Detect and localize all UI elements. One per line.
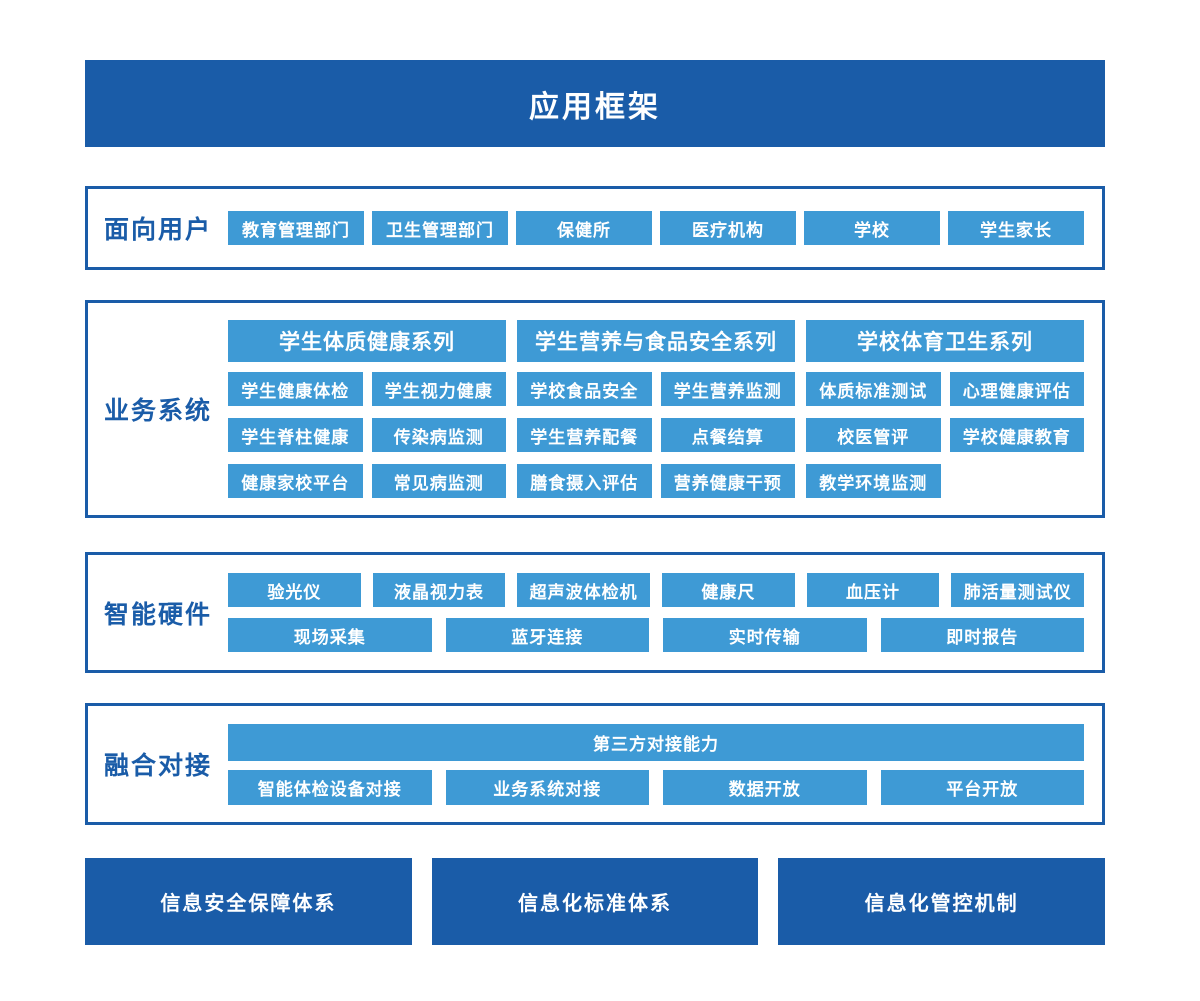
business-tile: 教学环境监测 (806, 464, 941, 498)
hardware-tile: 实时传输 (663, 618, 867, 652)
business-tile-grid: 学校食品安全 学生营养监测 学生营养配餐 点餐结算 膳食摄入评估 营养健康干预 (517, 372, 795, 498)
section-business-label: 业务系统 (103, 397, 212, 425)
user-group-tile: 保健所 (516, 211, 652, 245)
business-tile: 心理健康评估 (949, 372, 1084, 406)
section-users-content: 教育管理部门 卫生管理部门 保健所 医疗机构 学校 学生家长 (228, 189, 1102, 267)
users-tile-row: 教育管理部门 卫生管理部门 保健所 医疗机构 学校 学生家长 (228, 211, 1084, 245)
hardware-tile: 即时报告 (880, 618, 1084, 652)
business-columns: 学生体质健康系列 学生健康体检 学生视力健康 学生脊柱健康 传染病监测 健康家校… (228, 320, 1084, 498)
hardware-device-row: 验光仪 液晶视力表 超声波体检机 健康尺 血压计 肺活量测试仪 (228, 573, 1085, 607)
user-group-tile: 医疗机构 (660, 211, 796, 245)
footer-box: 信息化标准体系 (431, 858, 759, 945)
business-tile: 学生健康体检 (228, 372, 363, 406)
section-business: 业务系统 学生体质健康系列 学生健康体检 学生视力健康 学生脊柱健康 传染病监测… (85, 300, 1105, 518)
user-group-tile: 学生家长 (948, 211, 1084, 245)
hardware-tile: 超声波体检机 (517, 573, 651, 607)
business-tile: 健康家校平台 (228, 464, 363, 498)
business-tile: 学校食品安全 (517, 372, 652, 406)
business-tile: 常见病监测 (371, 464, 506, 498)
business-tile: 学生脊柱健康 (228, 418, 363, 452)
section-users: 面向用户 教育管理部门 卫生管理部门 保健所 医疗机构 学校 学生家长 (85, 186, 1105, 270)
section-hardware-label: 智能硬件 (103, 600, 212, 629)
integration-tile: 数据开放 (663, 769, 867, 805)
hardware-tile: 血压计 (806, 573, 940, 607)
business-column-physical-health: 学生体质健康系列 学生健康体检 学生视力健康 学生脊柱健康 传染病监测 健康家校… (228, 320, 506, 498)
user-group-tile: 学校 (804, 211, 940, 245)
section-integration: 融合对接 第三方对接能力 智能体检设备对接 业务系统对接 数据开放 平台开放 (85, 703, 1105, 825)
business-tile: 学生营养配餐 (517, 418, 652, 452)
section-hardware: 智能硬件 验光仪 液晶视力表 超声波体检机 健康尺 血压计 肺活量测试仪 现场采… (85, 552, 1105, 673)
footer-box: 信息化管控机制 (778, 858, 1106, 945)
business-column-school-sports-hygiene: 学校体育卫生系列 体质标准测试 心理健康评估 校医管评 学校健康教育 教学环境监… (806, 320, 1084, 498)
user-group-tile: 卫生管理部门 (372, 211, 508, 245)
integration-fullwidth-tile: 第三方对接能力 (228, 723, 1084, 761)
business-tile: 学生视力健康 (371, 372, 506, 406)
business-tile: 体质标准测试 (806, 372, 941, 406)
hardware-tile: 肺活量测试仪 (951, 573, 1085, 607)
hardware-tile: 健康尺 (662, 573, 795, 607)
business-column-header: 学生体质健康系列 (228, 320, 506, 362)
section-business-content: 学生体质健康系列 学生健康体检 学生视力健康 学生脊柱健康 传染病监测 健康家校… (228, 303, 1102, 515)
business-tile: 校医管评 (806, 418, 941, 452)
business-tile-grid: 学生健康体检 学生视力健康 学生脊柱健康 传染病监测 健康家校平台 常见病监测 (228, 372, 506, 498)
hardware-tile: 现场采集 (228, 618, 432, 652)
hardware-tile: 蓝牙连接 (445, 618, 649, 652)
business-tile: 学校健康教育 (949, 418, 1084, 452)
integration-tile: 智能体检设备对接 (228, 769, 432, 805)
footer-box: 信息安全保障体系 (85, 858, 412, 945)
business-tile: 膳食摄入评估 (517, 464, 652, 498)
section-hardware-content: 验光仪 液晶视力表 超声波体检机 健康尺 血压计 肺活量测试仪 现场采集 蓝牙连… (228, 555, 1102, 670)
hardware-capability-row: 现场采集 蓝牙连接 实时传输 即时报告 (228, 618, 1084, 652)
business-column-nutrition-food-safety: 学生营养与食品安全系列 学校食品安全 学生营养监测 学生营养配餐 点餐结算 膳食… (517, 320, 795, 498)
business-tile-grid: 体质标准测试 心理健康评估 校医管评 学校健康教育 教学环境监测 (806, 372, 1084, 498)
section-users-label: 面向用户 (103, 216, 212, 244)
business-tile: 传染病监测 (371, 418, 506, 452)
page-title: 应用框架 (85, 60, 1105, 147)
business-tile: 营养健康干预 (660, 464, 795, 498)
hardware-tile: 验光仪 (228, 573, 361, 607)
footer-systems-row: 信息安全保障体系 信息化标准体系 信息化管控机制 (85, 858, 1106, 945)
section-integration-content: 第三方对接能力 智能体检设备对接 业务系统对接 数据开放 平台开放 (228, 706, 1102, 822)
integration-tile: 业务系统对接 (445, 769, 649, 805)
user-group-tile: 教育管理部门 (228, 211, 364, 245)
integration-tile: 平台开放 (880, 769, 1084, 805)
hardware-tile: 液晶视力表 (372, 573, 506, 607)
business-tile: 点餐结算 (660, 418, 795, 452)
business-column-header: 学校体育卫生系列 (806, 320, 1084, 362)
business-tile: 学生营养监测 (660, 372, 795, 406)
integration-tile-row: 智能体检设备对接 业务系统对接 数据开放 平台开放 (228, 769, 1084, 805)
section-integration-label: 融合对接 (103, 752, 212, 780)
business-column-header: 学生营养与食品安全系列 (517, 320, 795, 362)
